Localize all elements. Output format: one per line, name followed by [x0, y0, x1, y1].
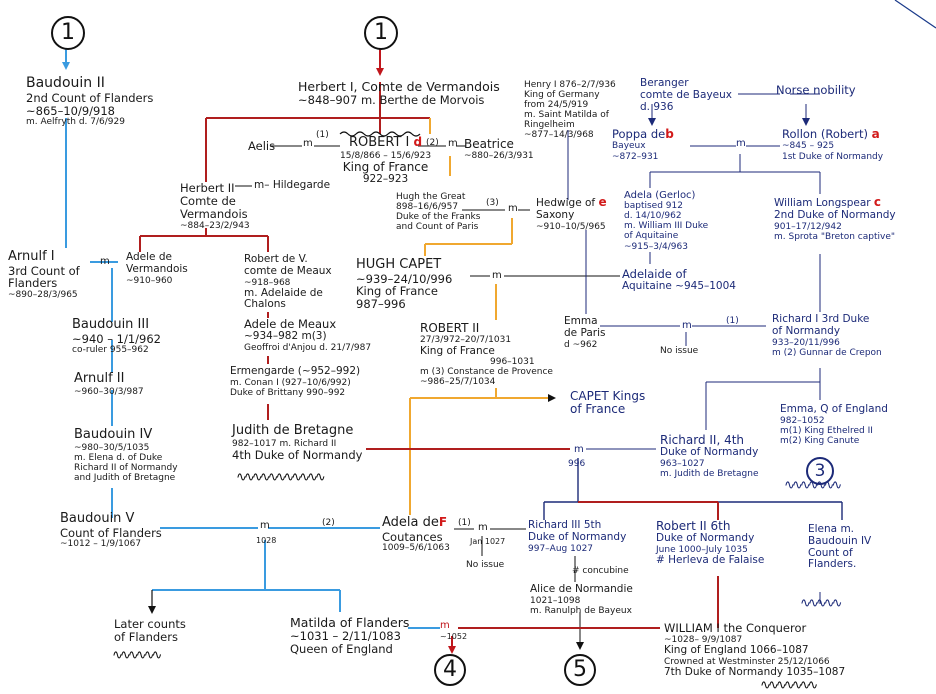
person-baudouin-iv: Baudouin IV ~980–30/5/1035 m. Elena d. o…	[74, 427, 178, 483]
ref-circle-1-left: 1	[51, 16, 85, 50]
person-robert-ii-france: ROBERT II 27/3/972–20/7/1031 King of Fra…	[420, 321, 553, 388]
marriage-adela-richard-iii: m	[478, 522, 488, 533]
marriage-poppa-rollon: m	[736, 138, 746, 149]
marriage-number-1: (1)	[316, 130, 329, 140]
person-hedwige: Hedwige of e Saxony ~910–10/5/965	[536, 195, 607, 232]
marriage-number-1c: (1)	[458, 518, 471, 528]
person-rollon: Rollon (Robert) a ~845 – 925 1st Duke of…	[782, 127, 884, 162]
squiggle-emma: ∿∿∿∿∿∿∿	[784, 478, 842, 493]
no-issue-emma: No issue	[660, 346, 699, 356]
person-arnulf-ii: Arnulf II ~960–30/3/987	[74, 371, 144, 397]
person-richard-i: Richard I 3rd Duke of Normandy 933–20/11…	[772, 313, 882, 358]
marriage-emma-richard: m	[682, 320, 692, 331]
person-elena: Elena m. Baudouin IV Count of Flanders.	[808, 523, 872, 571]
marriage-baudouin-v-adela: m	[260, 520, 270, 531]
corner-stroke	[894, 0, 936, 29]
person-william-i: WILLIAM I the Conqueror ~1028– 9/9/1087 …	[664, 621, 846, 678]
person-emma-of-england: Emma, Q of England 982–1052 m(1) King Et…	[780, 403, 888, 446]
person-robert-de-vermandois: Robert de V. comte de Meaux ~918–968 m. …	[244, 253, 332, 311]
person-baudouin-v: Baudouin V Count of Flanders ~1012 – 1/9…	[60, 511, 162, 550]
capet-kings-of-france: CAPET Kings of France	[570, 389, 646, 417]
person-alice-de-normandie: Alice de Normandie 1021–1098 m. Ranulph …	[530, 583, 633, 616]
person-richard-ii: Richard II, 4th Duke of Normandy 963–102…	[660, 433, 759, 480]
person-richard-iii: Richard III 5th Duke of Normandy 997–Aug…	[528, 519, 627, 554]
squiggle-judith: ∿∿∿∿∿∿∿∿∿∿∿	[236, 470, 326, 485]
ref-circle-4: 4	[434, 654, 466, 686]
ref-circle-3: 3	[806, 457, 834, 485]
person-arnulf-i: Arnulf I 3rd Count of Flanders ~890–28/3…	[8, 249, 80, 301]
person-robert-i: ROBERT I d 15/8/866 – 15/6/923 King of F…	[340, 135, 432, 186]
person-adela-gerloc: Adela (Gerloc) baptised 912 d. 14/10/962…	[624, 190, 709, 252]
marriage-year-1028: 1028	[256, 536, 277, 545]
marriage-year-1052: ~1052	[440, 632, 468, 641]
marriage-hugh-hedwige: m	[508, 203, 518, 214]
person-adelaide-of-aquitaine: Adelaide of Aquitaine ~945–1004	[622, 267, 736, 292]
person-adele-de-meaux: Adele de Meaux ~934–982 m(3) Geoffroi d'…	[244, 317, 372, 353]
marriage-matilda-william: m	[440, 620, 450, 631]
person-judith-de-bretagne: Judith de Bretagne 982–1017 m. Richard I…	[232, 423, 363, 462]
person-hildegarde: m– Hildegarde	[254, 179, 331, 191]
later-counts-of-flanders: Later counts of Flanders	[114, 617, 186, 644]
marriage-number-2: (2)	[426, 138, 439, 148]
marriage-year-1027: Jan 1027	[470, 537, 506, 546]
marriage-number-2b: (2)	[322, 518, 335, 528]
person-henry-i: Henry I 876–2/7/936 King of Germany from…	[524, 80, 616, 141]
person-beranger: Beranger comte de Bayeux d. 936	[640, 77, 732, 113]
ref-circle-5: 5	[564, 654, 596, 686]
person-poppa: Poppa deb Bayeux ~872–931	[612, 127, 674, 162]
person-aelis: Aelis	[248, 139, 276, 153]
person-herbert-i: Herbert I, Comte de Vermandois ~848–907 …	[298, 79, 500, 107]
marriage-judith-richard-ii: m	[574, 444, 584, 455]
person-baudouin-ii: Baudouin II 2nd Count of Flanders ~865–1…	[26, 75, 154, 128]
person-emma-de-paris: Emma de Paris d ~962	[564, 315, 606, 350]
marriage-year-996: 996	[568, 459, 586, 469]
marriage-robert-beatrice: m	[448, 138, 458, 149]
person-beatrice: Beatrice ~880–26/3/931	[464, 137, 534, 162]
marriage-number-3: (3)	[486, 198, 499, 208]
squiggle-elena: ∿∿∿∿∿	[800, 596, 843, 611]
marriage-arnulf-adele: m	[100, 256, 110, 267]
person-norse-nobility: Norse nobility	[776, 83, 856, 97]
squiggle-later-counts: ∿∿∿∿∿∿	[112, 648, 162, 663]
ref-circle-1-center: 1	[364, 16, 398, 50]
squiggle-william: ∿∿∿∿∿∿∿	[760, 678, 818, 693]
person-matilda-of-flanders: Matilda of Flanders ~1031 – 2/11/1083 Qu…	[290, 615, 410, 656]
person-robert-ii-normandy: Robert II 6th Duke of Normandy June 1000…	[656, 519, 765, 567]
marriage-number-1b: (1)	[726, 316, 739, 326]
person-ermengarde: Ermengarde (~952–992) m. Conan I (927–10…	[230, 365, 361, 398]
person-william-longspear: William Longspear c 2nd Duke of Normandy…	[774, 195, 896, 242]
person-baudouin-iii: Baudouin III ~940 – 1/1/962 co-ruler 955…	[72, 317, 161, 356]
marriage-aelis-robert: m	[303, 138, 313, 149]
person-hugh-capet: HUGH CAPET ~939–24/10/996 King of France…	[356, 257, 453, 312]
person-adela-de-coutances: Adela deF Coutances 1009–5/6/1063	[382, 515, 450, 554]
no-issue-adela: No issue	[466, 560, 505, 570]
person-adele-de-vermandois: Adele de Vermandois ~910–960	[126, 251, 188, 286]
marriage-hugh-capet-adelaide: m	[492, 270, 502, 281]
concubine-label: # concubine	[572, 566, 629, 576]
person-hugh-the-great: Hugh the Great 898–16/6/957 Duke of the …	[396, 192, 481, 233]
person-herbert-ii: Herbert II Comte de Vermandois ~884–23/2…	[180, 181, 250, 231]
